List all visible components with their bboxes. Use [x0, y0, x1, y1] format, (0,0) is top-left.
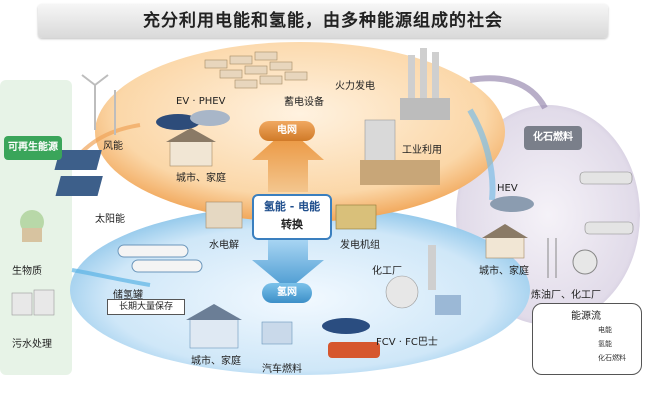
- fossil-to-electric-arrow: [469, 75, 548, 110]
- chemical-plant-icon: [385, 245, 461, 315]
- tanker-ship-icon: [579, 171, 634, 235]
- fcv-label: FCV · FC巴士: [376, 337, 438, 348]
- industrial-icon: [360, 119, 440, 185]
- city-home-right-label: 城市、家庭: [479, 266, 529, 277]
- long-term-storage-label: 长期大量保存: [107, 299, 185, 315]
- car-fuel-label: 汽车燃料: [262, 364, 302, 375]
- house-top-icon: [166, 128, 216, 167]
- up-arrow: [252, 128, 324, 192]
- fc-bus-icon: [328, 342, 380, 358]
- refinery-icon: [547, 238, 598, 278]
- legend-item-hydrogen: 氢能: [598, 340, 612, 348]
- storage-label: 蓄电设备: [284, 97, 324, 108]
- hev-label: HEV: [497, 183, 518, 194]
- down-arrow: [252, 238, 324, 290]
- fossil-fuel-label: 化石燃料: [524, 126, 582, 150]
- conversion-title: 氢能 - 电能: [263, 200, 321, 213]
- legend-item-electric: 电能: [598, 326, 612, 334]
- thermal-plant-icon: [400, 48, 450, 120]
- renewable-flow-h2: [71, 268, 151, 287]
- ev-car-icon: [156, 114, 200, 130]
- biomass-label: 生物质: [12, 266, 42, 277]
- fuel-station-icon: [261, 321, 293, 345]
- chemical-plant-label: 化工厂: [372, 266, 402, 277]
- hev-car-icon: [490, 196, 534, 212]
- fcv-car-icon: [322, 318, 370, 334]
- city-home-bottom-label: 城市、家庭: [191, 356, 241, 367]
- solar-label: 太阳能: [95, 214, 125, 225]
- solar-panel-icon: [54, 150, 103, 196]
- hydrogen-grid-label: 氢网: [262, 283, 312, 303]
- refinery-label: 炼油厂、化工厂: [531, 290, 601, 301]
- electric-grid-label: 电网: [259, 121, 315, 141]
- legend: [532, 303, 642, 375]
- thermal-label: 火力发电: [335, 81, 375, 92]
- generator-icon: [335, 204, 377, 230]
- page-title: 充分利用电能和氢能，由多种能源组成的社会: [143, 11, 503, 31]
- house-bottom-icon: [186, 304, 242, 349]
- title-bar: [38, 4, 608, 38]
- wind-turbine-icon: [81, 74, 116, 135]
- electrolysis-label: 水电解: [209, 240, 239, 251]
- electrolysis-icon: [205, 201, 243, 229]
- house-right-icon: [482, 224, 528, 259]
- conversion-box: [252, 194, 332, 240]
- city-home-top-label: 城市、家庭: [176, 173, 226, 184]
- industrial-label: 工业利用: [402, 145, 442, 156]
- sewage-icon: [11, 289, 55, 316]
- legend-item-fossil: 化石燃料: [598, 354, 626, 362]
- legend-title: 能源流: [571, 311, 601, 322]
- biomass-icon: [20, 210, 44, 242]
- ev-phev-label: EV · PHEV: [176, 96, 226, 107]
- h2-tank-icon: [117, 244, 203, 273]
- wind-label: 风能: [103, 141, 123, 152]
- h2-tank-label: 储氢罐: [113, 290, 143, 301]
- conversion-subtitle: 转换: [281, 218, 303, 231]
- generator-label: 发电机组: [340, 240, 380, 251]
- fossil-to-hydrogen-arrow: [467, 108, 496, 201]
- storage-units-icon: [204, 51, 308, 89]
- sewage-label: 污水处理: [12, 339, 52, 350]
- phev-car-icon: [190, 110, 230, 126]
- renewable-label: 可再生能源: [4, 136, 62, 160]
